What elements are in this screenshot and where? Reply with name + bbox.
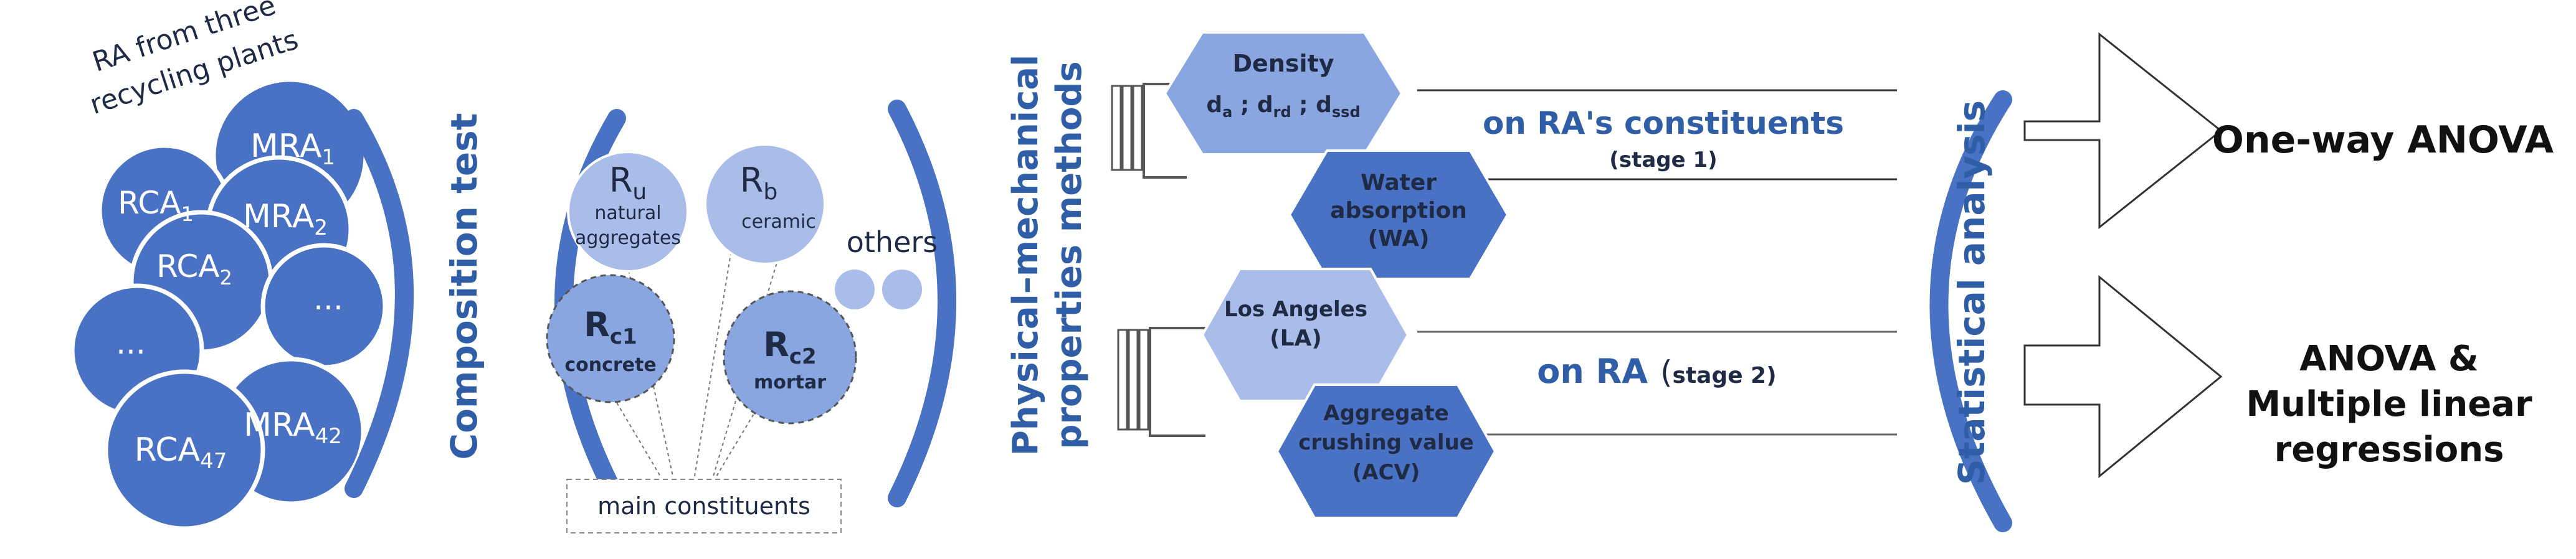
ra-sample-label: RCA2 xyxy=(156,248,232,289)
water-absorption-line2: absorption xyxy=(1330,198,1467,223)
statistics-title: Statistical analysis xyxy=(1951,100,1993,485)
result2-line2: Multiple linear xyxy=(2246,384,2532,425)
ra-sample-label: ... xyxy=(313,281,343,317)
constituent-rc1-circle xyxy=(546,274,675,403)
ra-sample-circle xyxy=(103,369,265,531)
stage2-stage: (stage 2) xyxy=(1660,354,1777,390)
ra-sample-label: MRA42 xyxy=(244,406,342,449)
result1-arrow xyxy=(2023,32,2223,230)
acv-line2: crushing value xyxy=(1298,430,1474,455)
composition-test-title: Composition test xyxy=(443,113,485,460)
stage1-bracket xyxy=(1111,85,1143,171)
composition-close-bracket xyxy=(888,100,956,507)
stage2-bracket-lines xyxy=(1149,327,1205,437)
methods-title-line2: properties methods xyxy=(1049,61,1090,449)
constituent-rc1-symbol: Rc1 xyxy=(584,305,637,349)
ra-sample-label: MRA2 xyxy=(243,198,328,240)
constituent-ru-circle xyxy=(567,151,689,273)
acv-hexagon xyxy=(1275,383,1497,519)
water-absorption-line1: Water xyxy=(1361,170,1437,195)
constituent-rc2-symbol: Rc2 xyxy=(763,325,816,369)
result2-line3: regressions xyxy=(2274,430,2504,470)
ra-sample-label: RCA47 xyxy=(135,431,227,474)
constituent-rc2-desc: mortar xyxy=(754,372,826,393)
result2-arrow xyxy=(2023,275,2223,479)
result2-line1: ANOVA & xyxy=(2299,339,2479,379)
constituent-rc1-desc: concrete xyxy=(564,354,656,376)
others-label: others xyxy=(847,225,938,259)
statistics-open-bracket xyxy=(1929,90,2012,532)
acv-line1: Aggregate xyxy=(1323,401,1448,426)
ra-sample-label: MRA1 xyxy=(250,128,335,170)
constituent-ru-symbol: Ru xyxy=(609,161,647,205)
density-symbols: da ; drd ; dssd xyxy=(1206,92,1360,121)
acv-line3: (ACV) xyxy=(1352,460,1420,485)
ra-close-bracket xyxy=(345,109,414,498)
stage1-stage: (stage 1) xyxy=(1609,148,1717,172)
ra-sample-cluster: MRA1 RCA1 MRA2 RCA2 ... ... MRA42 RCA47 xyxy=(70,77,387,531)
result1-label: One-way ANOVA xyxy=(2212,118,2554,162)
density-title: Density xyxy=(1233,50,1334,77)
stage1-bracket-lines xyxy=(1143,83,1187,179)
los-angeles-line1: Los Angeles xyxy=(1224,297,1367,322)
water-absorption-hexagon xyxy=(1288,149,1509,280)
los-angeles-line2: (LA) xyxy=(1270,326,1322,351)
ra-sample-label: ... xyxy=(116,325,146,361)
ra-sample-label: RCA1 xyxy=(118,185,194,226)
constituent-rb-symbol: Rb xyxy=(740,161,777,205)
stage2-label: on RA xyxy=(1537,352,1648,391)
constituent-ru-desc-line1: natural xyxy=(594,202,661,224)
constituent-rb-circle xyxy=(704,143,826,265)
main-constituents-label: main constituents xyxy=(597,492,810,520)
stage2-bracket xyxy=(1117,329,1149,431)
constituent-rc2-circle xyxy=(723,290,857,425)
constituent-ru-desc-line2: aggregates xyxy=(575,227,681,249)
others-circle xyxy=(835,270,875,309)
methods-title-line1: Physical–mechanical xyxy=(1005,55,1046,456)
others-circle xyxy=(882,270,922,309)
water-absorption-line3: (WA) xyxy=(1368,226,1430,251)
stage1-label: on RA's constituents xyxy=(1483,105,1844,141)
constituent-rb-desc: ceramic xyxy=(741,211,816,233)
main-constituents-box xyxy=(566,479,842,533)
